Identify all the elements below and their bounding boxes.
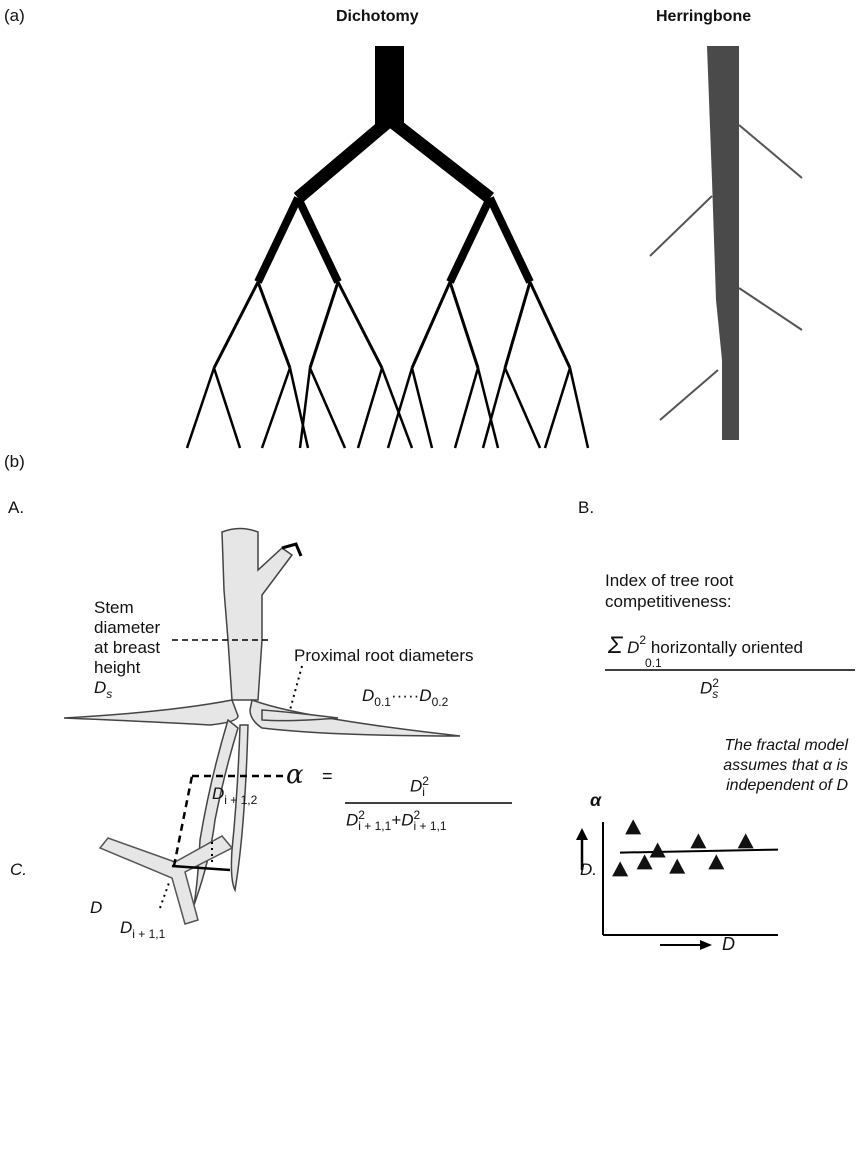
- d-point-1: [612, 861, 628, 876]
- stem-text: Stem diameter at breast height Ds: [94, 598, 160, 699]
- stem-line-4: height: [94, 658, 160, 678]
- d-note: The fractal model assumes that α is inde…: [723, 736, 848, 796]
- b-line-2: competitiveness:: [605, 591, 734, 612]
- d-point-7: [708, 854, 724, 869]
- d-point-4: [650, 843, 666, 858]
- d-point-6: [690, 833, 706, 848]
- d-y-label: α: [590, 790, 601, 811]
- d-point-5: [669, 859, 685, 874]
- d-note-2: assumes that α is: [723, 756, 848, 776]
- sub-c-label: C.: [10, 860, 27, 880]
- d-point-8: [738, 833, 754, 848]
- sub-b-label: B.: [578, 498, 594, 518]
- c-d-lower: Di + 1,1: [120, 918, 165, 938]
- d-x-label: D: [722, 934, 735, 955]
- d-plot-axes: [603, 822, 778, 935]
- proximal-text: Proximal root diameters: [294, 646, 474, 666]
- d-range-label: D0.1·····D0.2: [362, 686, 448, 706]
- stem-line-2: diameter: [94, 618, 160, 638]
- equals-sign: =: [322, 766, 333, 787]
- alpha-symbol: α: [286, 760, 304, 790]
- b-line-1: Index of tree root: [605, 570, 734, 591]
- dichotomy-tree: [187, 46, 588, 448]
- herringbone-tree: [650, 46, 802, 440]
- b-numerator: Σ D2 horizontally oriented: [608, 632, 803, 660]
- c-d-left: D: [90, 898, 102, 918]
- stem-line-1: Stem: [94, 598, 160, 618]
- c-branch-label: Di + 1,2: [212, 784, 257, 804]
- sub-a-label: A.: [8, 498, 24, 518]
- d-point-2: [625, 819, 641, 834]
- c-leader-dash: [174, 776, 192, 866]
- sub-d-label: D.: [580, 860, 597, 880]
- proximal-leader: [290, 666, 302, 710]
- b-num-sub: 0.1: [645, 656, 662, 670]
- panel-b-label: (b): [4, 452, 25, 472]
- b-title: Index of tree root competitiveness:: [605, 570, 734, 612]
- d-fit-line: [620, 850, 778, 853]
- stem-line-3: at breast: [94, 638, 160, 658]
- d-note-1: The fractal model: [723, 736, 848, 756]
- ds-label: Ds: [94, 678, 160, 699]
- d-note-3: independent of D: [723, 776, 848, 796]
- d-plot-marks: [612, 819, 778, 876]
